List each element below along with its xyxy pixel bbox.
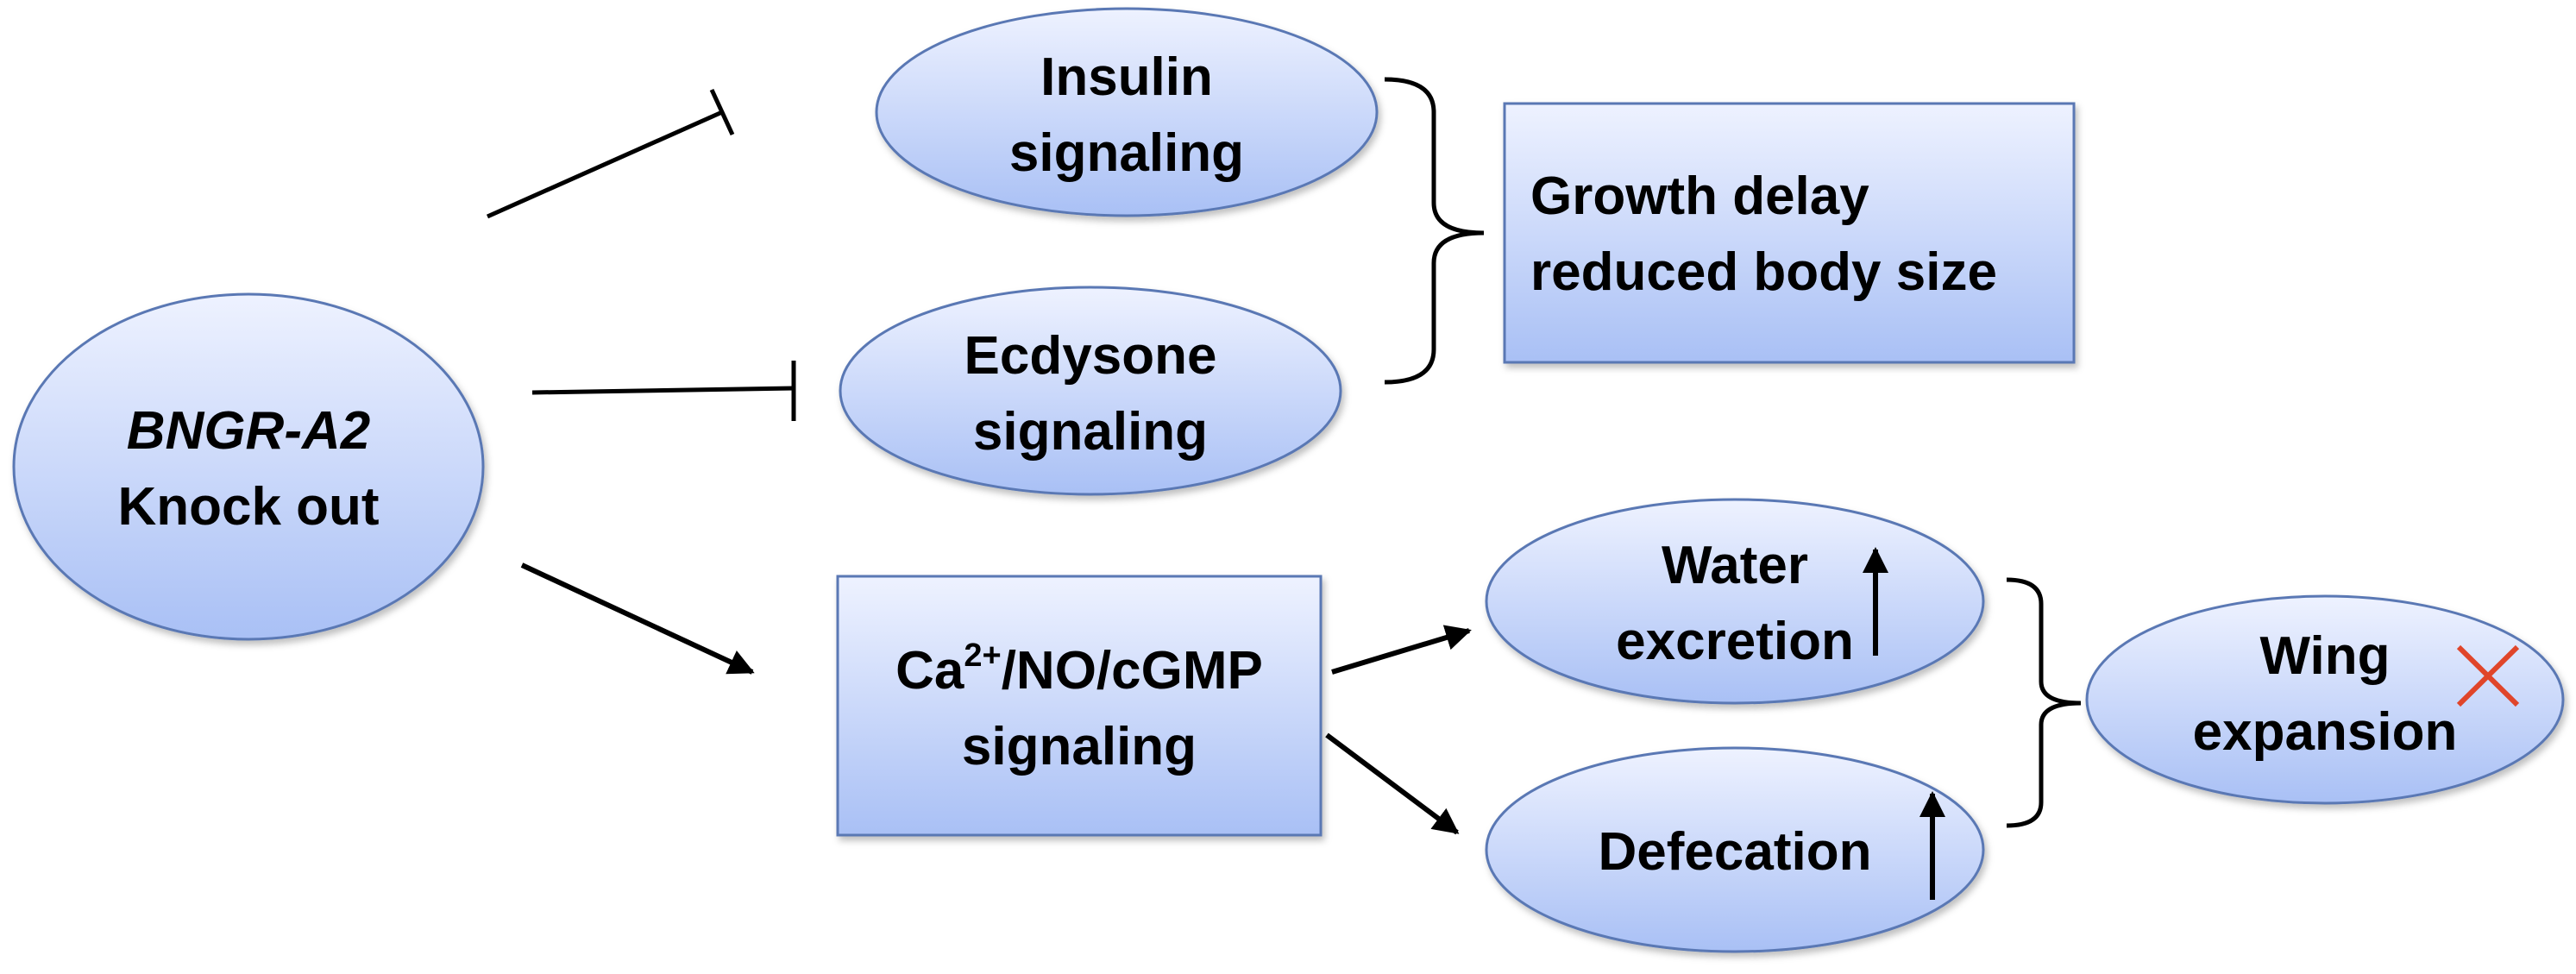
edge-knockout-inhibits-ecdysone bbox=[531, 361, 796, 421]
wing-label: Wing expansion bbox=[2152, 619, 2497, 770]
water-node-shape bbox=[1485, 498, 1985, 705]
water-line2: excretion bbox=[1616, 612, 1854, 671]
calcium-line2: signaling bbox=[961, 717, 1197, 776]
calcium-line1: Ca2+/NO/cGMP bbox=[838, 633, 1321, 709]
knockout-node-shape bbox=[12, 292, 485, 641]
edge-calcium-to-water bbox=[1331, 625, 1472, 675]
growth-line2: reduced body size bbox=[1530, 242, 1997, 302]
wing-line2: expansion bbox=[2192, 702, 2458, 762]
edge-knockout-activates-calcium bbox=[520, 562, 755, 675]
ecdysone-node-shape bbox=[839, 286, 1342, 496]
calcium-node-shape bbox=[836, 575, 1323, 837]
edge-calcium-to-defecation bbox=[1325, 732, 1460, 835]
growth-line1: Growth delay bbox=[1530, 167, 1869, 226]
water-line1: Water bbox=[1662, 536, 1808, 595]
calcium-suffix: /NO/cGMP bbox=[1001, 641, 1263, 701]
insulin-line2: signaling bbox=[1008, 123, 1245, 183]
defecation-line1: Defecation bbox=[1598, 822, 1872, 882]
wing-node-shape bbox=[2085, 594, 2565, 805]
calcium-superscript: 2+ bbox=[964, 638, 1002, 675]
insulin-node-shape bbox=[875, 7, 1379, 217]
calcium-prefix: Ca bbox=[895, 641, 964, 701]
brace-wing bbox=[2006, 577, 2082, 828]
wing-line1: Wing bbox=[2259, 626, 2391, 686]
knockout-gene-name: BNGR-A2 bbox=[126, 401, 371, 461]
growth-node-shape bbox=[1503, 102, 2076, 364]
water-label: Water excretion bbox=[1562, 528, 1907, 680]
wing-blocked-cross-icon bbox=[2456, 644, 2520, 707]
knockout-label: BNGR-A2 Knock out bbox=[76, 393, 421, 545]
defecation-node-shape bbox=[1485, 746, 1985, 953]
brace-growth bbox=[1384, 77, 1485, 385]
calcium-label: Ca2+/NO/cGMP signaling bbox=[838, 633, 1321, 785]
knockout-description: Knock out bbox=[117, 477, 380, 537]
ecdysone-label: Ecdysone signaling bbox=[918, 318, 1263, 470]
ecdysone-line1: Ecdysone bbox=[964, 326, 1217, 386]
insulin-line1: Insulin bbox=[1040, 47, 1213, 107]
defecation-label: Defecation bbox=[1562, 814, 1907, 890]
growth-label: Growth delay reduced body size bbox=[1530, 159, 2065, 311]
edge-knockout-inhibits-insulin bbox=[486, 88, 735, 219]
ecdysone-line2: signaling bbox=[972, 402, 1209, 462]
insulin-label: Insulin signaling bbox=[954, 40, 1299, 192]
